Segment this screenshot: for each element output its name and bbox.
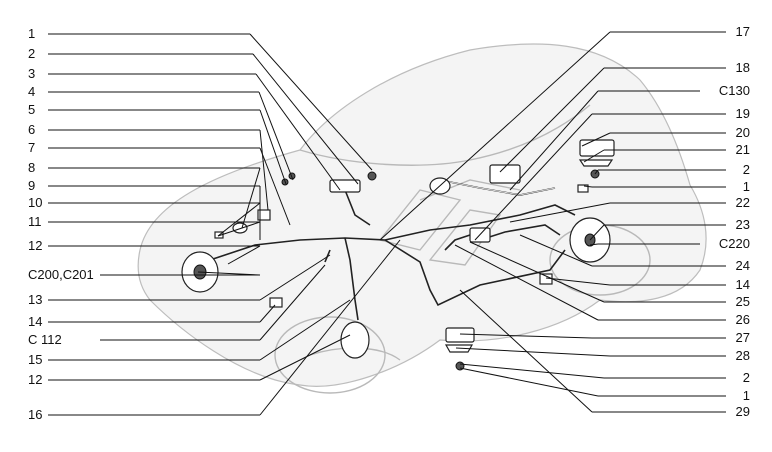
leader-line — [48, 245, 261, 265]
callout-label: C200,C201 — [28, 267, 94, 282]
callout-label: 6 — [28, 122, 35, 137]
callout-label: 16 — [28, 407, 42, 422]
leader-line — [48, 167, 261, 229]
callout-label: C 112 — [28, 332, 62, 347]
callout-label: 12 — [28, 372, 42, 387]
callout-label: 20 — [736, 125, 750, 140]
leader-line — [48, 129, 269, 211]
callout-label: 4 — [28, 84, 35, 99]
callout-label: C130 — [719, 83, 750, 98]
callout-label: 18 — [736, 60, 750, 75]
callout-label: 21 — [736, 142, 750, 157]
leader-line — [48, 221, 261, 237]
leader-line — [459, 333, 726, 339]
leader-line — [581, 132, 726, 147]
callout-label: 24 — [736, 258, 750, 273]
bracket — [444, 139, 615, 371]
callout-label: 14 — [28, 314, 42, 329]
callout-label: 27 — [736, 330, 750, 345]
leader-line — [48, 304, 276, 323]
leader-line — [594, 169, 726, 175]
leader-line — [454, 244, 726, 321]
leader-line — [379, 31, 726, 241]
leader-line — [100, 271, 261, 276]
callout-label: 17 — [736, 24, 750, 39]
leader-line — [48, 73, 341, 191]
callout-label: 1 — [743, 179, 750, 194]
leader-line — [459, 363, 726, 379]
leader-line — [48, 299, 351, 361]
leader-line — [48, 91, 294, 181]
callout-label: 26 — [736, 312, 750, 327]
car-body-outline — [137, 43, 707, 394]
leader-line — [583, 149, 726, 163]
leader-line — [499, 67, 726, 173]
leader-line — [48, 147, 291, 226]
callout-label: 25 — [736, 294, 750, 309]
leader-line — [474, 113, 726, 241]
callout-label: 15 — [28, 352, 42, 367]
callout-label: 9 — [28, 178, 35, 193]
leader-line — [459, 367, 726, 397]
leader-line — [455, 347, 726, 357]
callout-label: 22 — [736, 195, 750, 210]
leader-line — [100, 264, 326, 341]
callout-label: 11 — [28, 214, 42, 229]
leader-line — [48, 53, 359, 185]
callout-label: C220 — [719, 236, 750, 251]
brake-master-cylinder — [329, 171, 377, 193]
leader-line — [48, 254, 331, 301]
leader-line — [459, 289, 726, 413]
callout-label: 14 — [736, 277, 750, 292]
callout-label: 2 — [28, 46, 35, 61]
callout-label: 8 — [28, 160, 35, 175]
leader-line — [48, 239, 401, 416]
leader-line — [545, 277, 726, 286]
leader-line — [48, 185, 261, 240]
brake-pressure-regulator — [469, 164, 521, 243]
callout-label: 2 — [743, 370, 750, 385]
brake-pipe-network — [209, 179, 576, 321]
leader-line — [509, 202, 726, 223]
callout-label: 12 — [28, 238, 42, 253]
callout-label: 19 — [736, 106, 750, 121]
callout-label: 13 — [28, 292, 42, 307]
callout-label: 7 — [28, 140, 35, 155]
leader-line — [469, 241, 726, 303]
callout-label: 28 — [736, 348, 750, 363]
leader-line — [48, 202, 261, 237]
callout-label: 29 — [736, 404, 750, 419]
callout-label: 3 — [28, 66, 35, 81]
callout-label: 23 — [736, 217, 750, 232]
callout-label: 1 — [743, 388, 750, 403]
leader-line — [589, 243, 700, 246]
leader-line — [48, 109, 287, 185]
leader-line — [589, 224, 726, 241]
leader-line — [509, 90, 700, 191]
leader-line — [48, 334, 351, 381]
callout-label: 10 — [28, 195, 42, 210]
callout-label: 1 — [28, 26, 35, 41]
callout-label: 2 — [743, 162, 750, 177]
leader-line — [48, 33, 373, 171]
leader-lines — [48, 31, 726, 416]
leader-line — [519, 234, 726, 267]
leader-line — [583, 185, 726, 188]
callout-label: 5 — [28, 102, 35, 117]
